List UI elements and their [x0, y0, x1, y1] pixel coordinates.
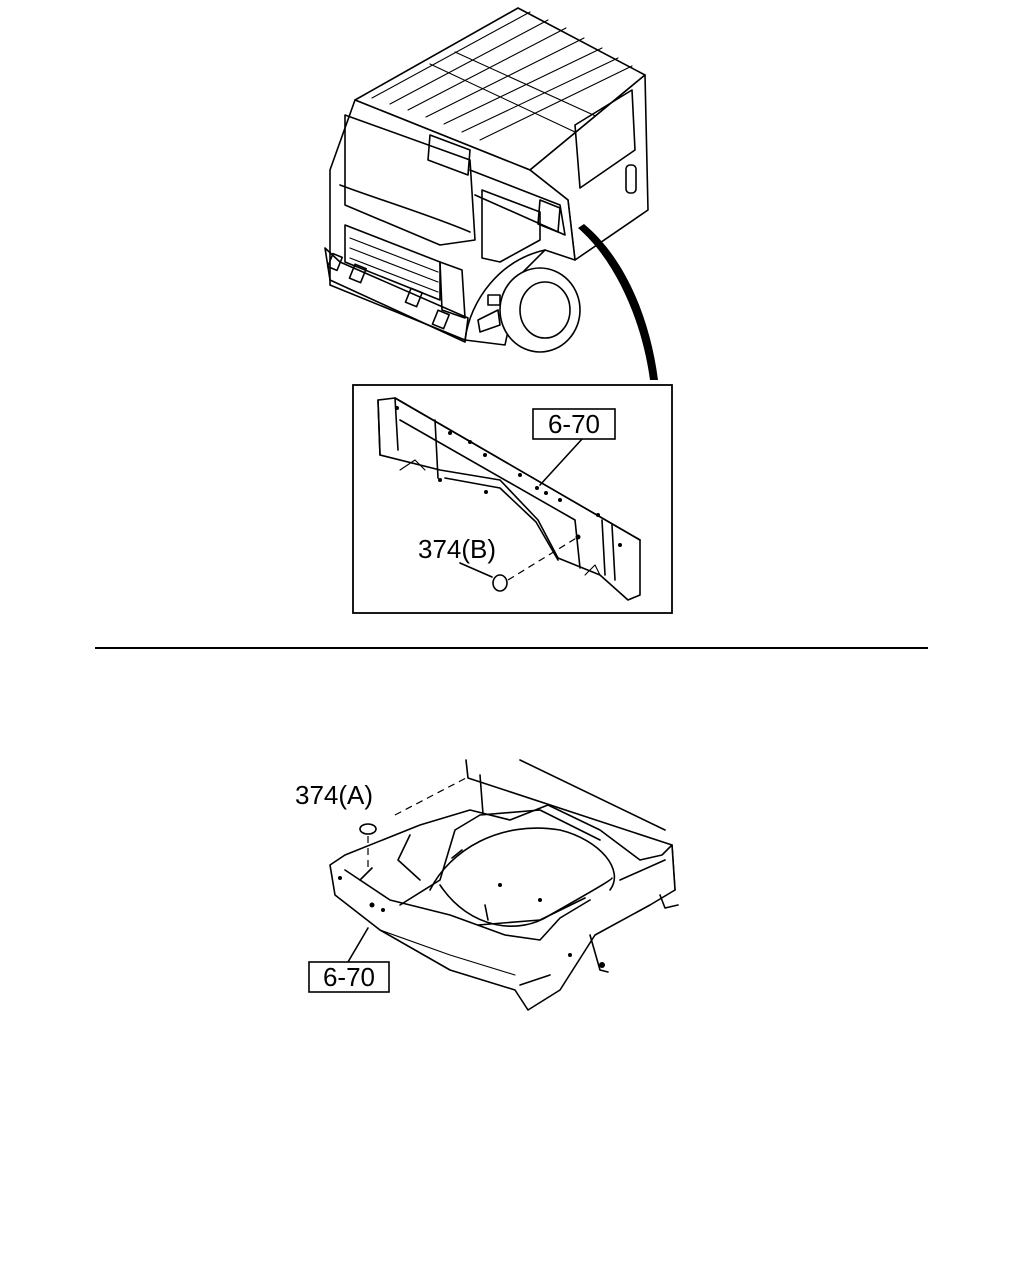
part-label-374b: 374(B): [418, 534, 496, 564]
ref-box-upper: [532, 408, 616, 440]
part-label-374a: 374(A): [295, 780, 373, 810]
cab-floor-frame-illustration: [329, 759, 679, 1011]
detail-inset: 6-70 374(B): [352, 384, 673, 614]
ref-box-lower: [308, 961, 390, 993]
plug-374a: [359, 823, 377, 835]
truck-cab-illustration: [324, 7, 658, 380]
plug-374b: [492, 574, 508, 592]
ref-label-upper: 6-70: [548, 409, 600, 439]
cross-member-illustration: [377, 397, 641, 601]
ref-label-lower: 6-70: [323, 962, 375, 992]
